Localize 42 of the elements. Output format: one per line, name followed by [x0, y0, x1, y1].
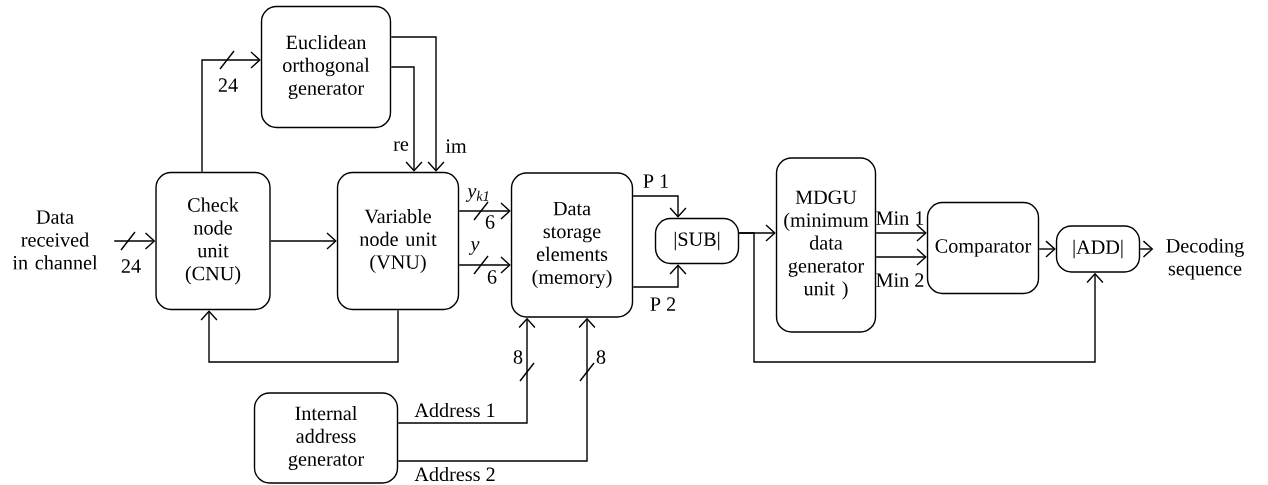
edge-label: P 2 [650, 297, 676, 311]
bus-width-label: 8 [596, 350, 606, 364]
bus-width-label: 6 [487, 270, 497, 284]
process-box: |ADD| [1055, 225, 1141, 273]
edge-label: Min 2 [876, 273, 924, 287]
arrow [458, 256, 511, 274]
process-box: Variable node unit (VNU) [336, 171, 460, 311]
arrow [113, 232, 156, 250]
arrow [397, 317, 536, 424]
arrow [390, 36, 445, 172]
process-box: Check node unit (CNU) [155, 171, 271, 311]
edge-label: Address 1 [414, 402, 495, 418]
arrow [875, 248, 927, 266]
signal-text: Data received in channel [12, 210, 98, 270]
process-box: |SUB| [654, 217, 740, 265]
edge-label: re [393, 141, 409, 151]
arrow [632, 195, 687, 218]
process-box: Comparator [926, 201, 1040, 295]
arrow [875, 224, 927, 242]
edge-label: y [468, 241, 480, 255]
edge-label: P 1 [643, 174, 668, 188]
bus-width-label: 8 [513, 350, 523, 364]
arrow [201, 51, 261, 173]
bus-width-label: 6 [485, 215, 495, 229]
arrow [738, 232, 1104, 363]
process-box: Euclidean orthogonal generator [260, 5, 392, 129]
process-box: Internal address generator [253, 392, 399, 484]
edge-label: im [445, 139, 467, 153]
edge-label: 24 [121, 259, 141, 273]
arrow [397, 317, 596, 462]
process-box: Data storage elements (memory) [510, 172, 634, 318]
arrow [200, 309, 399, 363]
arrow [632, 264, 687, 288]
edge-label: Min 1 [876, 211, 924, 225]
arrow [270, 232, 337, 250]
edge-label: 24 [218, 78, 238, 92]
arrow [458, 202, 511, 220]
edge-label: y$_{k1}$ [465, 188, 489, 202]
process-box: MDGU (minimum data generator unit ) [775, 157, 877, 333]
arrow [390, 66, 423, 172]
signal-text: Decoding sequence [1166, 238, 1244, 280]
edge-label: Address 2 [414, 466, 495, 482]
